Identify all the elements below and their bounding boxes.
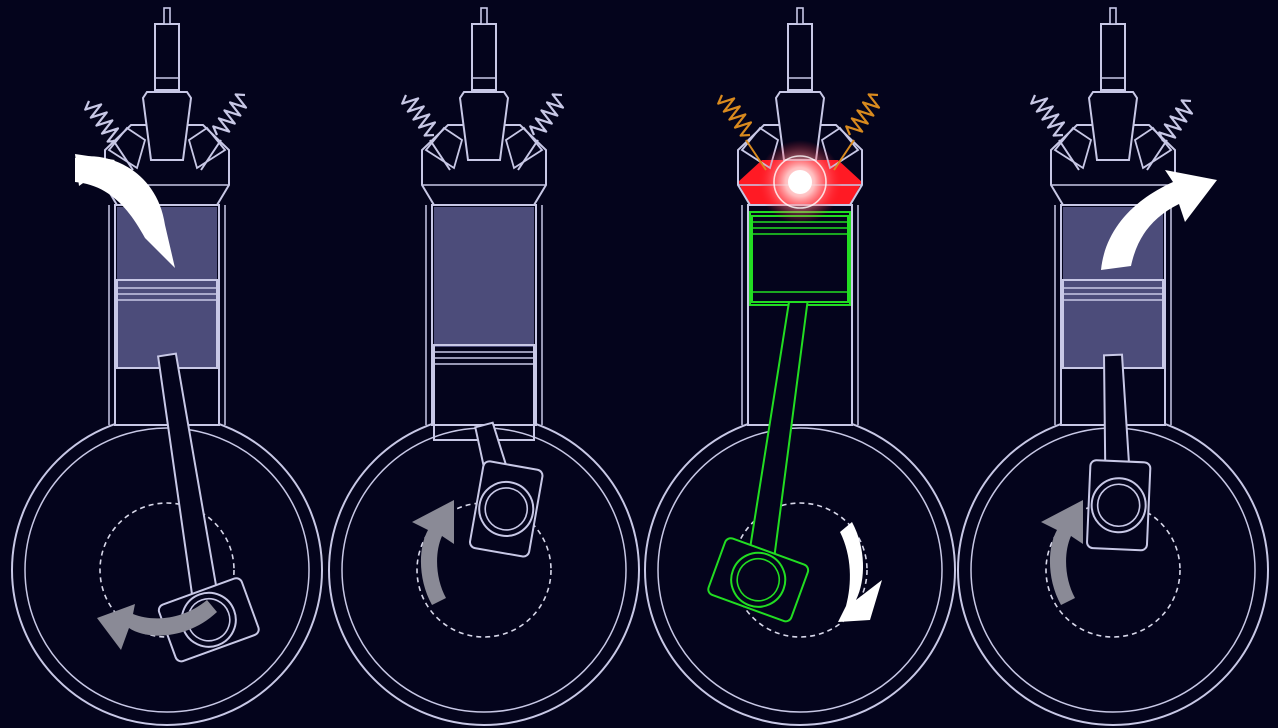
rotation-arrow [412,500,454,605]
spark-plug-terminal [797,8,803,24]
engine-stage-3 [645,8,955,725]
rotation-arrow [838,522,882,622]
spark-plug-terminal [1110,8,1116,24]
exhaust-valve-spring [846,94,879,135]
crankcase-outer [12,415,322,725]
spark-plug-insulator [155,24,179,90]
big-end [707,537,810,623]
engine-stage-2 [329,8,639,725]
crank-pin-outer [1091,477,1147,533]
crankcase-inner [25,428,309,712]
engine-stage-1 [12,8,322,725]
spark-plug-insulator [1101,24,1125,90]
big-end [469,460,543,557]
spark-plug-terminal [481,8,487,24]
intake-valve-spring [402,95,435,136]
spark-plug-body [143,92,191,160]
intake-valve-spring [85,101,118,142]
intake-valve-spring [718,95,751,136]
exhaust-valve-spring [530,94,563,135]
spark-plug-terminal [164,8,170,24]
intake-valve-spring [1031,95,1064,136]
spark-core [788,170,812,194]
spark-plug-body [460,92,508,160]
spark-plug-body [1089,92,1137,160]
exhaust-valve-spring [1159,100,1192,141]
spark-plug-insulator [788,24,812,90]
piston-body [434,207,534,347]
rotation-arrow [1041,500,1083,605]
engine-stage-4 [958,8,1268,725]
exhaust-valve-spring [213,94,246,135]
spark-plug-insulator [472,24,496,90]
piston-crown [752,216,848,302]
big-end [1087,460,1151,551]
